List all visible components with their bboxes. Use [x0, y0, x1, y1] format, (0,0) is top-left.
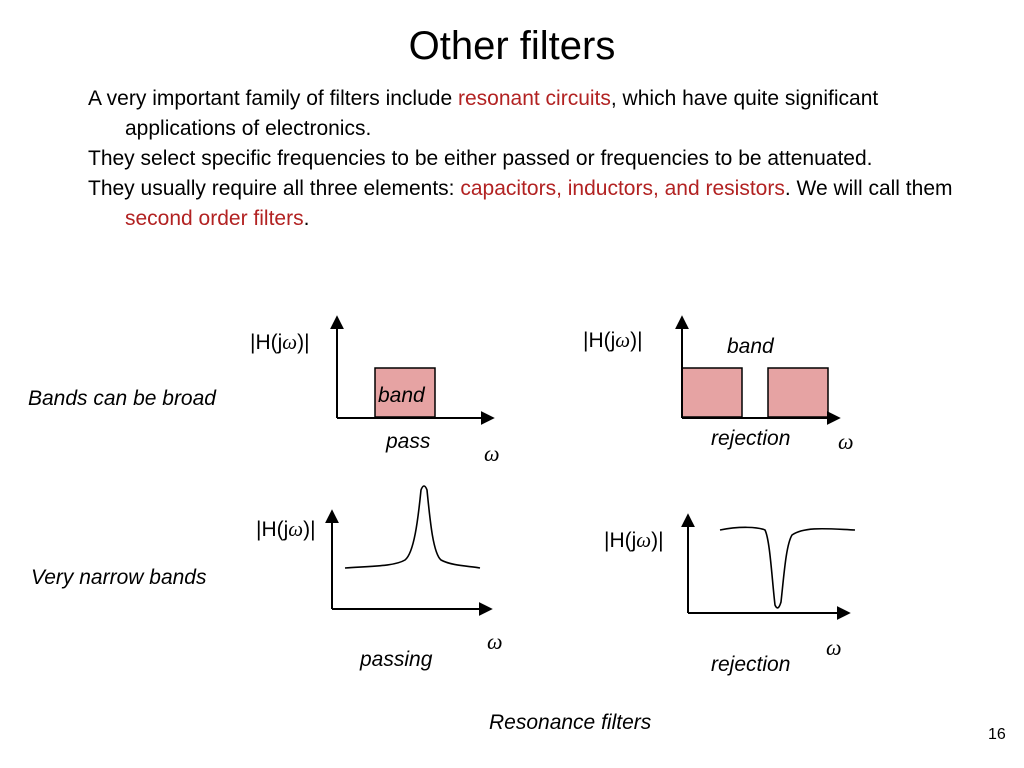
paragraph-1-text-b: , which have quite significant applicati… [125, 87, 879, 140]
paragraph-3: They usually require all three elements:… [88, 174, 968, 234]
band-rejection-label-band: band [727, 335, 774, 358]
band-rejection-omega-label: ω [838, 429, 854, 454]
narrow-reject-plot [681, 513, 856, 620]
paragraph-3-highlight-a: capacitors, inductors, and resistors [460, 177, 785, 200]
body-text: A very important family of filters inclu… [88, 84, 968, 234]
band-rejection-magnitude-label: |H(jω)| [583, 328, 643, 352]
narrow-pass-curve [344, 485, 481, 569]
band-pass-plot [330, 315, 495, 425]
resonance-filters-caption: Resonance filters [489, 711, 652, 734]
band-rejection-plot [675, 315, 841, 425]
page-number: 16 [988, 726, 1006, 743]
omega-symbol: ω [636, 528, 652, 552]
narrow-pass-magnitude-label: |H(jω)| [256, 517, 316, 541]
band-rejection-region-right [767, 367, 829, 418]
paragraph-2: They select specific frequencies to be e… [88, 144, 968, 174]
broad-bands-label: Bands can be broad [28, 387, 216, 410]
band-rejection-label-rejection: rejection [711, 427, 791, 450]
band-pass-magnitude-label: |H(jω)| [250, 330, 310, 354]
omega-symbol: ω [288, 517, 304, 541]
narrow-reject-curve [719, 526, 856, 609]
narrow-reject-omega-label: ω [826, 635, 842, 660]
paragraph-1-highlight: resonant circuits [457, 87, 611, 110]
band-pass-label-band: band [378, 384, 425, 407]
band-pass-omega-label: ω [484, 441, 500, 466]
omega-symbol: ω [282, 330, 298, 354]
narrow-reject-magnitude-label: |H(jω)| [604, 528, 664, 552]
narrow-pass-omega-label: ω [487, 629, 503, 654]
paragraph-3-text-a: They usually require all three elements: [88, 177, 461, 200]
paragraph-3-text-b: . We will call them [784, 177, 953, 200]
paragraph-1-text-a: A very important family of filters inclu… [88, 87, 458, 110]
narrow-pass-plot [325, 485, 493, 616]
paragraph-2-text: They select specific frequencies to be e… [88, 147, 873, 170]
paragraph-1: A very important family of filters inclu… [88, 84, 968, 144]
band-pass-label-pass: pass [386, 430, 431, 453]
omega-symbol: ω [615, 328, 631, 352]
narrow-bands-label: Very narrow bands [31, 566, 207, 589]
narrow-pass-label: passing [360, 648, 433, 671]
narrow-reject-label: rejection [711, 653, 791, 676]
paragraph-3-text-c: . [303, 207, 310, 230]
band-rejection-region-left [681, 367, 743, 418]
slide-title: Other filters [408, 24, 616, 68]
paragraph-3-highlight-b: second order filters [125, 207, 304, 230]
band-pass-region [374, 367, 436, 418]
